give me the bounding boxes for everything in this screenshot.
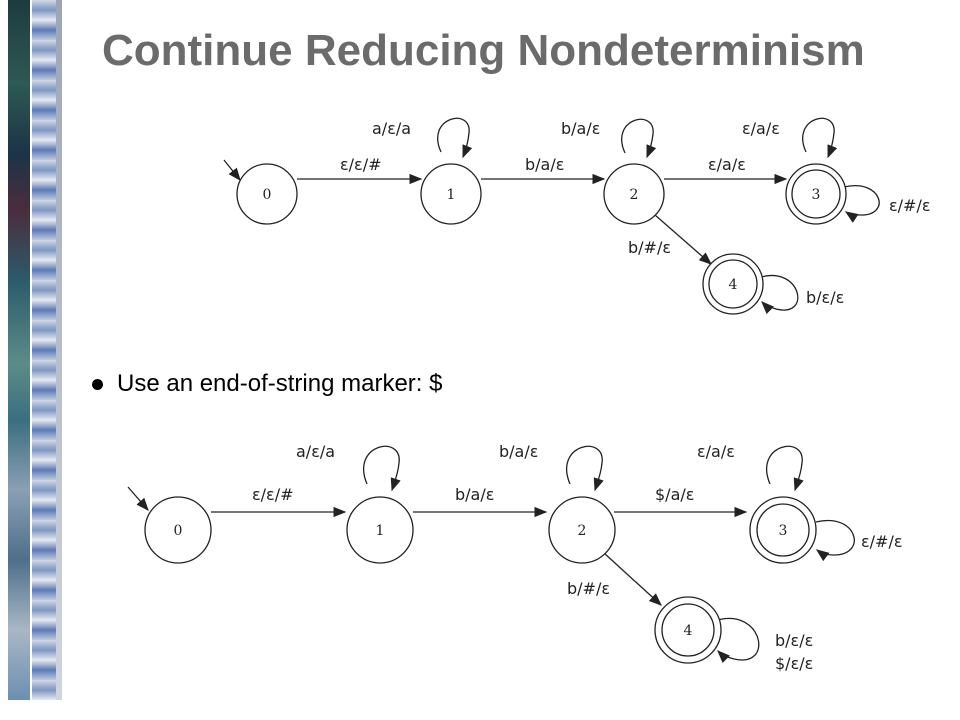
loop-3-right	[815, 519, 855, 562]
state-3-label: 3	[779, 523, 788, 539]
state-4-accept-ring	[661, 603, 715, 657]
start-arrow	[223, 159, 241, 182]
state-4-label: 4	[684, 623, 693, 639]
loop-label-4: b/ε/ε	[806, 288, 844, 307]
loop-2	[621, 118, 657, 159]
loop-4	[717, 617, 760, 663]
loop-label-1: a/ε/a	[372, 119, 411, 138]
decorative-border-strip	[8, 0, 30, 700]
state-3-label: 3	[812, 187, 821, 203]
loop-3-right	[843, 184, 880, 223]
state-0	[144, 496, 212, 564]
loop-label-3-top: ε/a/ε	[697, 442, 735, 461]
edge-2-4	[603, 552, 662, 606]
state-2-label: 2	[578, 523, 587, 539]
loop-3-top	[766, 445, 804, 492]
loop-label-4a: b/ε/ε	[775, 631, 813, 650]
state-3-accept-ring	[756, 503, 810, 557]
bullet-text: Use an end-of-string marker: $	[117, 370, 443, 397]
loop-2	[566, 445, 604, 492]
state-1-label: 1	[376, 523, 385, 539]
loop-3-top	[802, 117, 838, 159]
edge-label-1-2: b/a/ε	[455, 485, 494, 504]
loop-label-4b: $/ε/ε	[775, 654, 813, 673]
edge-label-2-4: b/#/ε	[567, 579, 610, 598]
state-1-label: 1	[447, 187, 456, 203]
bullet-point: Use an end-of-string marker: $	[92, 370, 442, 398]
loop-1	[363, 445, 401, 492]
slide-title: Continue Reducing Nondeterminism	[102, 26, 865, 75]
state-0-label: 0	[263, 187, 272, 203]
state-2	[548, 496, 616, 564]
edge-label-2-4: b/#/ε	[628, 238, 671, 257]
state-0-label: 0	[174, 523, 183, 539]
loop-label-3-top: ε/a/ε	[742, 119, 780, 138]
start-arrow	[127, 486, 149, 511]
loop-label-3-right: ε/#/ε	[861, 532, 902, 551]
loop-1	[437, 117, 473, 159]
decorative-edge-strip	[56, 0, 62, 700]
edge-label-0-1: ε/ε/#	[340, 155, 381, 174]
edge-label-2-3: ε/a/ε	[708, 155, 746, 174]
loop-4	[760, 274, 799, 314]
decorative-pattern-strip	[32, 0, 56, 700]
loop-label-2: b/a/ε	[499, 442, 538, 461]
state-2-label: 2	[630, 187, 639, 203]
state-4-label: 4	[729, 277, 738, 293]
edge-label-0-1: ε/ε/#	[252, 485, 293, 504]
state-2	[603, 163, 665, 225]
edge-label-1-2: b/a/ε	[525, 155, 564, 174]
state-1	[420, 163, 482, 225]
bullet-icon	[92, 378, 103, 390]
edge-2-4	[654, 214, 712, 265]
loop-label-1: a/ε/a	[296, 442, 335, 461]
state-0	[236, 163, 298, 225]
state-1	[346, 496, 414, 564]
loop-label-2: b/a/ε	[561, 119, 600, 138]
state-3-accept-ring	[791, 169, 841, 219]
loop-label-3-right: ε/#/ε	[889, 196, 930, 215]
state-4-accept-ring	[708, 259, 758, 309]
edge-label-2-3: $/a/ε	[655, 485, 694, 504]
